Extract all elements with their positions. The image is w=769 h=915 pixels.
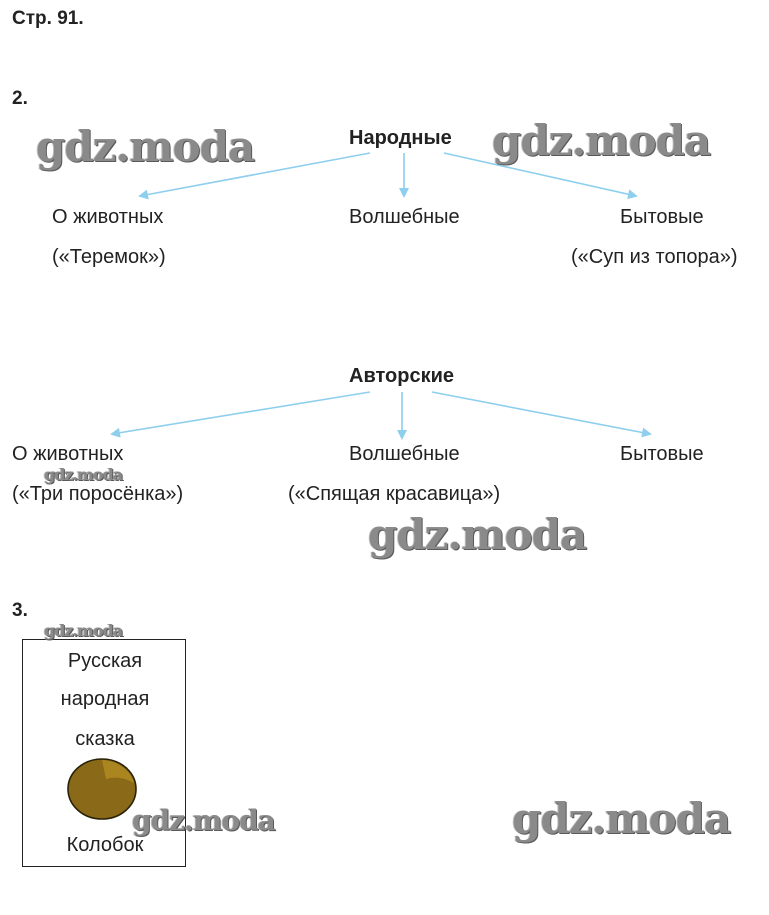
watermark: gdz.moda bbox=[44, 621, 123, 640]
authored-animals-example: («Три поросёнка») bbox=[12, 483, 184, 505]
folk-everyday-example: («Суп из топора») bbox=[571, 246, 738, 268]
watermark: gdz.moda bbox=[368, 510, 587, 559]
watermark: gdz.moda bbox=[492, 116, 711, 165]
authored-title: Авторские bbox=[349, 365, 454, 387]
watermark: gdz.moda bbox=[44, 465, 123, 484]
task-3-number: 3. bbox=[12, 600, 28, 621]
arrow-authored-animals bbox=[110, 391, 371, 438]
watermark: gdz.moda bbox=[512, 794, 731, 843]
arrow-folk-everyday bbox=[443, 152, 638, 200]
folk-everyday: Бытовые bbox=[620, 206, 704, 228]
authored-everyday: Бытовые bbox=[620, 443, 704, 465]
watermark: gdz.moda bbox=[132, 804, 276, 837]
folk-animals: О животных bbox=[52, 206, 164, 228]
folk-title: Народные bbox=[349, 127, 452, 149]
box-line-2: народная bbox=[60, 688, 150, 710]
authored-animals: О животных bbox=[12, 443, 124, 465]
authored-magic: Волшебные bbox=[349, 443, 460, 465]
authored-magic-example: («Спящая красавица») bbox=[288, 483, 501, 505]
arrow-authored-everyday bbox=[431, 391, 652, 438]
task-2-number: 2. bbox=[12, 88, 28, 109]
page-heading: Стр. 91. bbox=[12, 8, 84, 29]
book-cover-box: Русская народная сказка Колобок bbox=[22, 639, 186, 867]
folk-animals-example: («Теремок») bbox=[52, 246, 166, 268]
watermark: gdz.moda bbox=[36, 122, 255, 171]
arrow-folk-animals bbox=[138, 152, 371, 200]
box-line-1: Русская bbox=[67, 650, 143, 672]
kolobok-illustration bbox=[67, 758, 137, 820]
box-caption-kolobok: Колобок bbox=[66, 834, 144, 856]
folk-magic: Волшебные bbox=[349, 206, 460, 228]
box-line-3: сказка bbox=[75, 728, 135, 750]
